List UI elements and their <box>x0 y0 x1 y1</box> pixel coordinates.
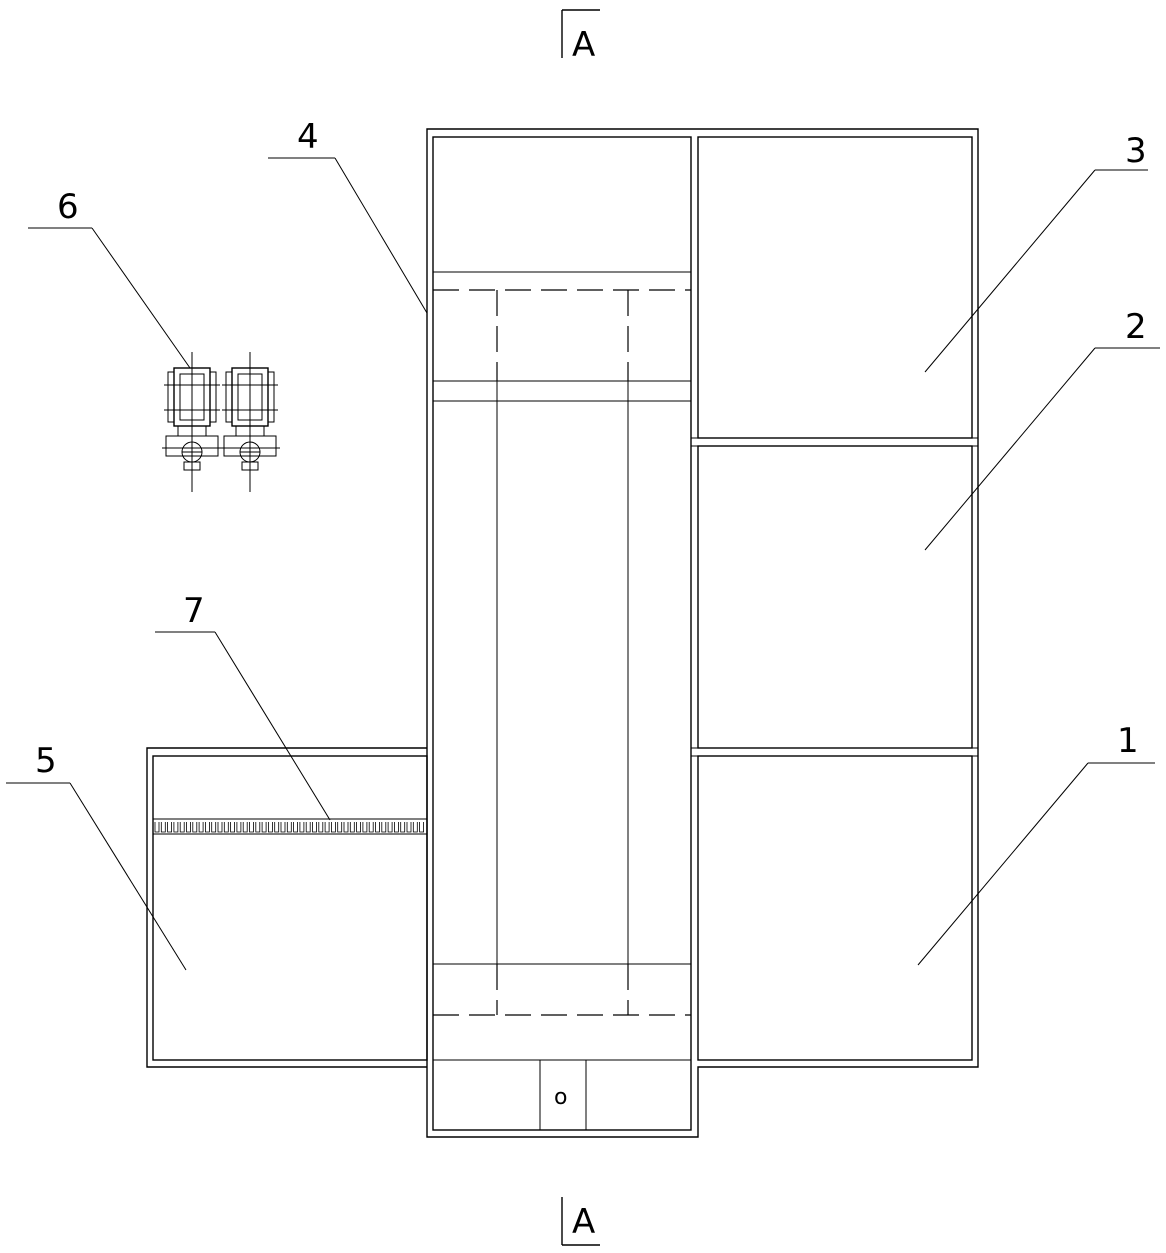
callout-label-2: 2 <box>1125 307 1147 347</box>
section-label-bottom: A <box>572 1202 595 1242</box>
grating-teeth <box>154 822 424 833</box>
left-annex-tank <box>152 755 428 1061</box>
section-label-top: A <box>572 25 595 65</box>
callout-4: 4 <box>268 117 428 314</box>
callout-5: 5 <box>6 741 187 971</box>
grating-7 <box>154 822 424 833</box>
callout-label-1: 1 <box>1117 721 1139 761</box>
callout-label-7: 7 <box>183 591 205 631</box>
tank-3 <box>697 136 973 439</box>
tank-1 <box>697 755 973 1061</box>
callout-label-6: 6 <box>57 187 79 227</box>
equipment-units <box>162 352 280 492</box>
motor-pump-unit-left <box>162 352 222 492</box>
callout-3: 3 <box>924 131 1148 373</box>
section-marker-bottom: A <box>561 1197 600 1246</box>
callout-label-4: 4 <box>297 117 319 157</box>
right-tanks <box>691 136 978 1061</box>
callout-label-5: 5 <box>35 741 57 781</box>
callout-label-3: 3 <box>1125 131 1147 171</box>
callout-6: 6 <box>28 187 191 369</box>
main-building <box>146 128 979 1138</box>
callout-2: 2 <box>924 307 1160 551</box>
section-marker-top: A <box>561 9 600 65</box>
central-channel: o <box>432 136 692 1131</box>
motor-pump-unit-right <box>220 352 280 492</box>
drain-symbol: o <box>554 1085 567 1110</box>
tank-2 <box>697 445 973 749</box>
callout-7: 7 <box>155 591 331 821</box>
callout-1: 1 <box>917 721 1155 966</box>
